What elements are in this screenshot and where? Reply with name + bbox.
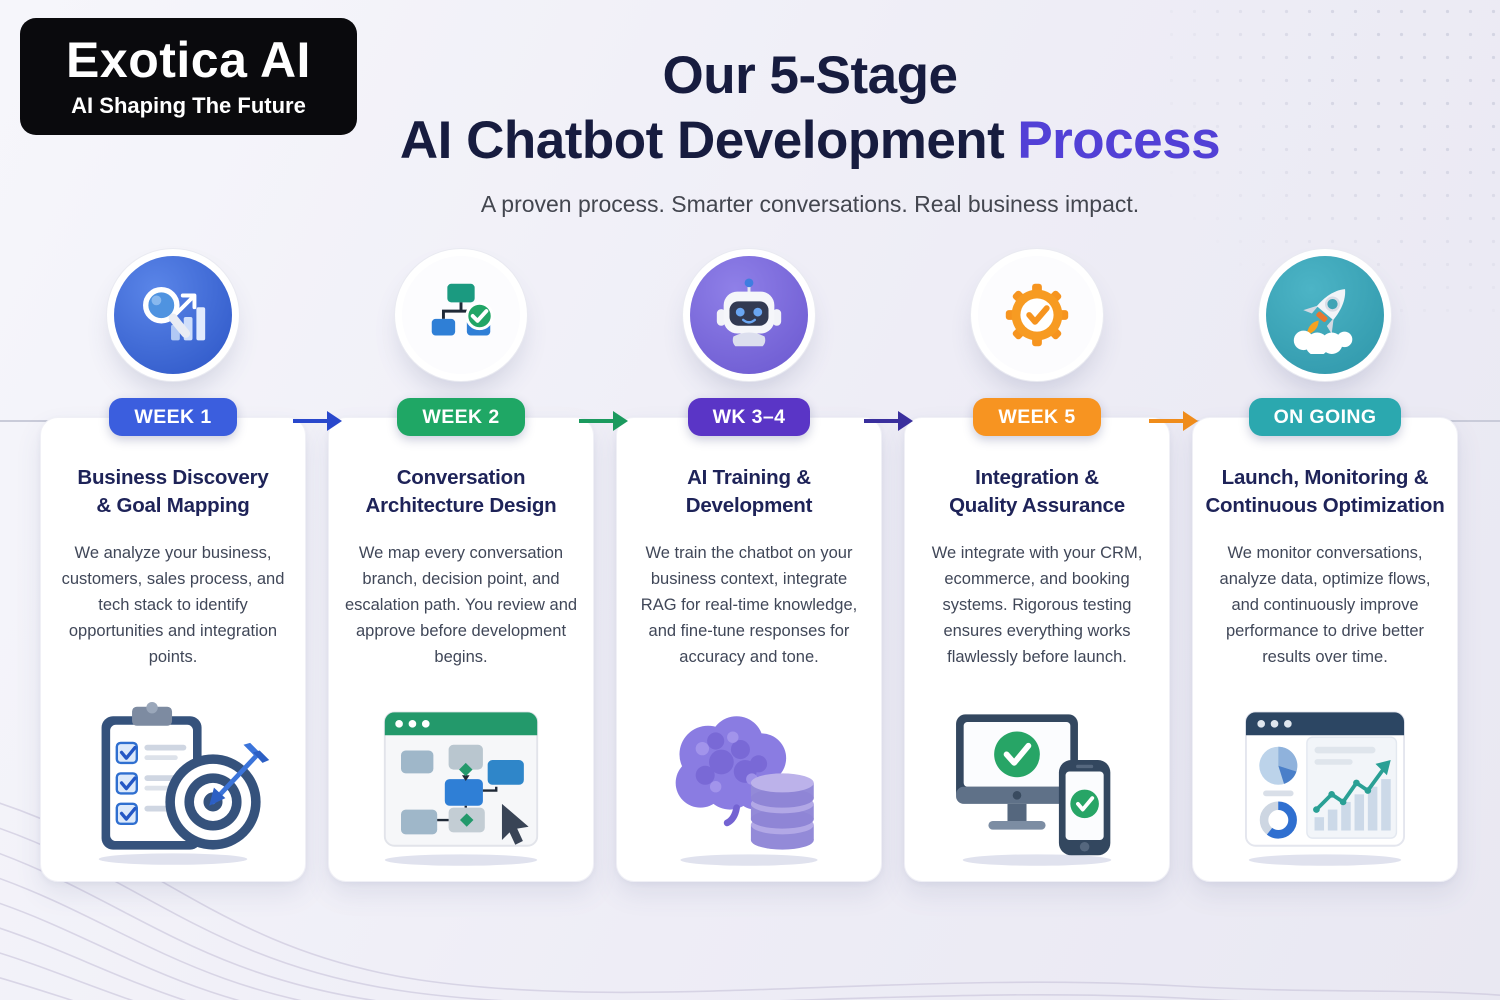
brand-tagline: AI Shaping The Future [71,92,306,118]
stage-3: WK 3–4 AI Training & Development We trai… [616,256,882,882]
page-title-accent: Process [1017,110,1221,170]
stage-5-card: Launch, Monitoring & Continuous Optimiza… [1192,417,1458,882]
stage-5: ON GOING Launch, Monitoring & Continuous… [1192,256,1458,882]
stage-1-description: We analyze your business, customers, sal… [61,543,285,666]
stage-3-card: AI Training & Development We train the c… [616,417,882,882]
stages-row: WEEK 1 Business Discovery & Goal Mapping… [40,256,1460,882]
page-subtitle: A proven process. Smarter conversations.… [480,191,1140,218]
flowchart-check-icon [402,256,520,374]
stage-4-description: We integrate with your CRM, ecommerce, a… [931,543,1143,666]
gear-check-icon [978,256,1096,374]
stage-2-card: Conversation Architecture Design We map … [328,417,594,882]
clipboard-target-illustration [73,691,273,867]
stage-4-badge: WEEK 5 [973,398,1101,436]
stage-1-badge: WEEK 1 [109,398,237,436]
flow-arrow-icon [864,411,913,431]
page-title-line2-main: AI Chatbot Development [399,110,1005,170]
brand-logo: Exotica AI AI Shaping The Future [20,18,357,135]
stage-3-title: AI Training & Development [685,466,813,518]
stage-2-description: We map every conversation branch, decisi… [344,543,578,666]
stage-4-title: Integration & Quality Assurance [949,466,1125,518]
flow-arrow-icon [293,411,342,431]
stage-3-badge: WK 3–4 [687,398,811,436]
stage-5-description: We monitor conversations, analyze data, … [1219,543,1431,666]
stage-1-card: Business Discovery & Goal Mapping We ana… [40,417,306,882]
brand-name: Exotica AI [66,31,311,88]
brain-database-illustration [649,691,849,867]
magnifier-growth-icon [114,256,232,374]
chatbot-robot-icon [690,256,808,374]
page-title-line1: Our 5-Stage [662,46,958,105]
stage-4-card: Integration & Quality Assurance We integ… [904,417,1170,882]
stage-2: WEEK 2 Conversation Architecture Design … [328,256,594,882]
stage-3-description: We train the chatbot on your business co… [640,543,858,666]
devices-check-illustration [937,691,1137,867]
flow-arrow-icon [579,411,628,431]
analytics-dashboard-illustration [1225,691,1425,867]
stage-5-badge: ON GOING [1248,398,1402,436]
flow-arrow-icon [1149,411,1198,431]
stage-2-title: Conversation Architecture Design [365,466,557,518]
stage-1-title: Business Discovery & Goal Mapping [77,466,269,518]
flow-builder-window-illustration [361,691,561,867]
stage-4: WEEK 5 Integration & Quality Assurance W… [904,256,1170,882]
stage-5-title: Launch, Monitoring & Continuous Optimiza… [1205,466,1445,518]
stage-2-badge: WEEK 2 [397,398,525,436]
rocket-launch-icon [1266,256,1384,374]
stage-1: WEEK 1 Business Discovery & Goal Mapping… [40,256,306,882]
